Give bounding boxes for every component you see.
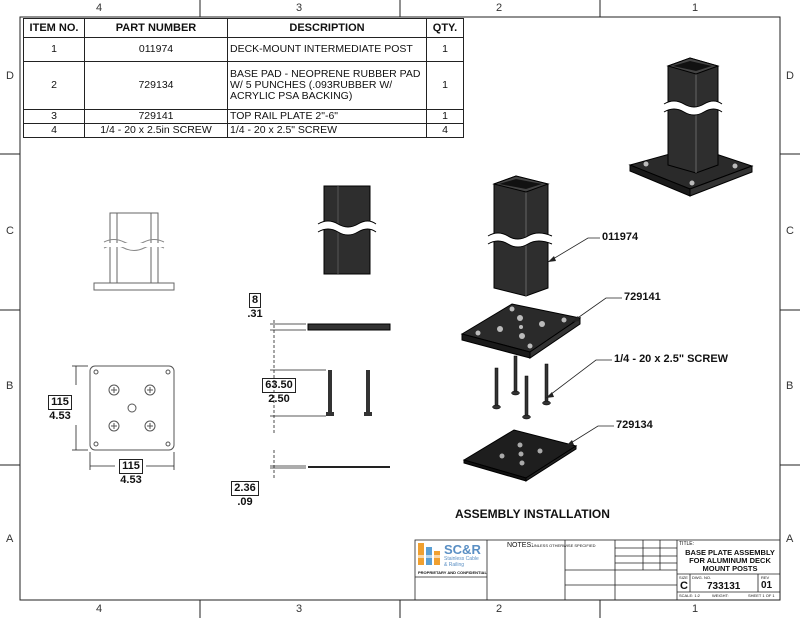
front-elevation-view bbox=[93, 212, 175, 291]
zone-top-2: 2 bbox=[496, 2, 503, 14]
callout-pad: 729134 bbox=[616, 419, 653, 431]
exploded-iso-view bbox=[460, 175, 582, 482]
zone-right-a: A bbox=[786, 533, 794, 545]
callout-screw: 1/4 - 20 x 2.5" SCREW bbox=[614, 353, 729, 365]
zone-top-3: 3 bbox=[296, 2, 303, 14]
logo-sub1: Stainless Cable bbox=[444, 556, 479, 562]
size-label: SIZE bbox=[679, 575, 688, 580]
dim-pad-thk-mm: 2.36 bbox=[231, 481, 259, 496]
dim-plate-thk-in: .31 bbox=[247, 308, 263, 320]
dim-height-mm: 115 bbox=[48, 395, 72, 410]
callout-plate: 729141 bbox=[624, 291, 661, 303]
dim-width-mm: 115 bbox=[119, 459, 143, 474]
bom-item: 2 bbox=[23, 61, 85, 110]
dim-plate-height: 115 4.53 bbox=[44, 395, 76, 423]
rev-label: REV bbox=[761, 575, 770, 580]
logo-sub2: & Railing bbox=[444, 562, 465, 568]
zone-left-c: C bbox=[6, 225, 14, 237]
table-row: 1 011974 DECK-MOUNT INTERMEDIATE POST 1 bbox=[23, 37, 464, 62]
table-row: 2 729134 BASE PAD - NEOPRENE RUBBER PAD … bbox=[23, 61, 464, 110]
zone-top-4: 4 bbox=[96, 2, 103, 14]
bom-qty: 1 bbox=[426, 61, 464, 110]
bom-part: 011974 bbox=[84, 37, 228, 62]
zone-right-b: B bbox=[786, 380, 794, 392]
rev-value: 01 bbox=[761, 580, 773, 591]
dim-screw-len-mm: 63.50 bbox=[262, 378, 296, 393]
base-plate-top-view bbox=[89, 365, 175, 451]
notes-title: NOTES: bbox=[507, 542, 534, 549]
dim-width-in: 4.53 bbox=[120, 474, 142, 486]
dim-plate-thickness: 8 .31 bbox=[244, 293, 266, 321]
notes-sub: UNLESS OTHERWISE SPECIFIED bbox=[532, 543, 596, 548]
logo-main: SC&R bbox=[444, 542, 481, 557]
zone-left-b: B bbox=[6, 380, 14, 392]
callout-post: 011974 bbox=[602, 231, 639, 243]
zone-right-d: D bbox=[786, 70, 794, 82]
zone-top-1: 1 bbox=[692, 2, 699, 14]
zone-right-c: C bbox=[786, 225, 794, 237]
title-line-3: MOUNT POSTS bbox=[702, 564, 758, 573]
zone-bottom-4: 4 bbox=[96, 603, 103, 615]
table-row: 3 729141 TOP RAIL PLATE 2"-6" 1 bbox=[23, 109, 464, 124]
bom-qty: 4 bbox=[426, 123, 464, 138]
dim-height-in: 4.53 bbox=[49, 410, 71, 422]
dim-plate-width: 115 4.53 bbox=[115, 459, 147, 487]
bill-of-materials: ITEM NO. PART NUMBER DESCRIPTION QTY. 1 … bbox=[23, 18, 464, 138]
title-label: TITLE: bbox=[679, 541, 695, 547]
scale-label: SCALE: 1:2 bbox=[679, 593, 700, 598]
dim-pad-thickness: 2.36 .09 bbox=[228, 481, 262, 509]
bom-desc: BASE PAD - NEOPRENE RUBBER PAD W/ 5 PUNC… bbox=[227, 61, 427, 110]
dim-screw-len-in: 2.50 bbox=[268, 393, 290, 405]
dim-screw-length: 63.50 2.50 bbox=[258, 378, 300, 406]
weight-label: WEIGHT: bbox=[712, 593, 729, 598]
proprietary-label: PROPRIETARY AND CONFIDENTIAL bbox=[418, 570, 487, 575]
dwg-label: DWG. NO. bbox=[692, 575, 712, 580]
title-line-1: BASE PLATE ASSEMBLY bbox=[685, 548, 775, 557]
dim-plate-thk-mm: 8 bbox=[248, 293, 262, 308]
size-value: C bbox=[680, 580, 688, 592]
zone-bottom-2: 2 bbox=[496, 603, 503, 615]
title-block-frame bbox=[414, 539, 781, 601]
assembly-label: ASSEMBLY INSTALLATION bbox=[455, 507, 610, 521]
zone-bottom-3: 3 bbox=[296, 603, 303, 615]
dim-pad-thk-in: .09 bbox=[237, 496, 253, 508]
sheet-label: SHEET 1 OF 1 bbox=[748, 593, 775, 598]
bom-desc: DECK-MOUNT INTERMEDIATE POST bbox=[227, 37, 427, 62]
zone-left-a: A bbox=[6, 533, 14, 545]
zone-left-d: D bbox=[6, 70, 14, 82]
zone-bottom-1: 1 bbox=[692, 603, 699, 615]
exploded-side-view bbox=[307, 185, 391, 468]
dwg-number: 733131 bbox=[707, 581, 741, 592]
company-logo-icon bbox=[418, 543, 442, 565]
iso-post-assembled bbox=[628, 57, 754, 197]
bom-item: 1 bbox=[23, 37, 85, 62]
title-line-2: FOR ALUMINUM DECK bbox=[689, 556, 771, 565]
table-row: 4 1/4 - 20 x 2.5in SCREW 1/4 - 20 x 2.5"… bbox=[23, 123, 464, 138]
